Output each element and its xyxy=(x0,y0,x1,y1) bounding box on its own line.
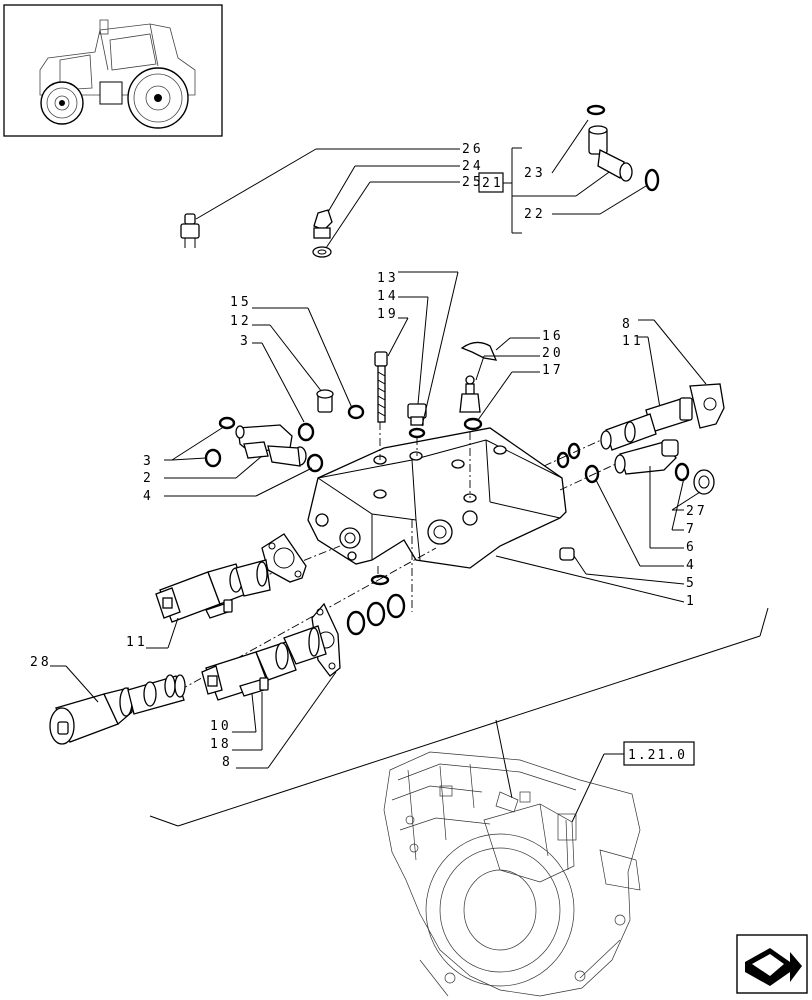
callout-12: 12 xyxy=(230,314,252,329)
callout-3-top: 3 xyxy=(240,334,251,349)
oring-bottom-3 xyxy=(386,593,406,619)
solenoid-valve-11-right xyxy=(600,383,725,451)
oring-bottom-1 xyxy=(346,610,366,636)
oring-bottom-2 xyxy=(366,601,386,627)
clip-16 xyxy=(460,341,498,361)
washer-25 xyxy=(312,246,332,258)
callout-23: 23 xyxy=(524,166,546,181)
callout-15: 15 xyxy=(230,295,252,310)
callout-18: 18 xyxy=(210,737,232,752)
callout-1: 1 xyxy=(686,594,697,609)
callout-14: 14 xyxy=(377,289,399,304)
callout-11-left: 11 xyxy=(126,635,148,650)
callout-3-left: 3 xyxy=(143,454,154,469)
callout-7: 7 xyxy=(686,522,697,537)
oring-3-left-upper xyxy=(218,416,236,430)
transmission-housing xyxy=(383,751,641,997)
reference-label: 1.21.0 xyxy=(628,748,687,763)
plug-12 xyxy=(316,389,334,413)
callout-2: 2 xyxy=(143,471,154,486)
oring-15 xyxy=(347,404,365,420)
solenoid-valve-bottom xyxy=(201,625,327,701)
callout-6: 6 xyxy=(686,540,697,555)
callout-20: 20 xyxy=(542,346,564,361)
screw-10-left xyxy=(205,599,233,619)
callout-13: 13 xyxy=(377,271,399,286)
elbow-fitting-6 xyxy=(614,439,679,475)
callout-27: 27 xyxy=(686,504,708,519)
callout-4-right: 4 xyxy=(686,558,697,573)
oring-right-2 xyxy=(556,451,570,469)
callout-28: 28 xyxy=(30,655,52,670)
callout-19: 19 xyxy=(377,307,399,322)
elbow-fitting-21 xyxy=(586,104,660,192)
oring-3-left-lower xyxy=(204,448,222,468)
callout-26: 26 xyxy=(462,142,484,157)
oring-17 xyxy=(463,417,483,431)
oring-bottom xyxy=(370,574,390,586)
callout-25: 25 xyxy=(462,175,484,190)
callout-24: 24 xyxy=(462,159,484,174)
oring-right-1 xyxy=(567,442,581,460)
oring-4-left xyxy=(306,453,324,473)
oring-13 xyxy=(408,427,426,439)
pressure-switch-26 xyxy=(180,213,200,248)
oring-4-right xyxy=(584,464,600,484)
callout-16: 16 xyxy=(542,329,564,344)
callout-17: 17 xyxy=(542,363,564,378)
plug-14 xyxy=(407,403,427,426)
callout-5: 5 xyxy=(686,576,697,591)
elbow-fitting-2 xyxy=(235,424,307,467)
plug-27 xyxy=(693,469,715,495)
valve-block-1 xyxy=(307,427,567,569)
callout-8-bottom: 8 xyxy=(222,755,233,770)
solenoid-valve-11-left xyxy=(155,559,271,623)
solenoid-valve-28 xyxy=(49,674,186,745)
tractor-thumbnail-icon[interactable] xyxy=(3,4,223,137)
next-page-arrow-icon[interactable] xyxy=(736,934,808,994)
callout-11-top: 11 xyxy=(622,334,644,349)
screw-10 xyxy=(239,677,269,697)
callout-8-top: 8 xyxy=(622,317,633,332)
callout-10: 10 xyxy=(210,719,232,734)
callout-21: 21 xyxy=(482,176,504,191)
bolt-19 xyxy=(374,351,388,423)
sensor-20 xyxy=(459,375,481,413)
callout-4-left: 4 xyxy=(143,489,154,504)
dowel-pin-5 xyxy=(559,547,575,561)
sensor-24 xyxy=(313,209,333,239)
flange-gasket-left xyxy=(261,533,307,583)
oring-7 xyxy=(674,462,690,482)
oring-3-right xyxy=(297,422,315,442)
callout-22: 22 xyxy=(524,207,546,222)
